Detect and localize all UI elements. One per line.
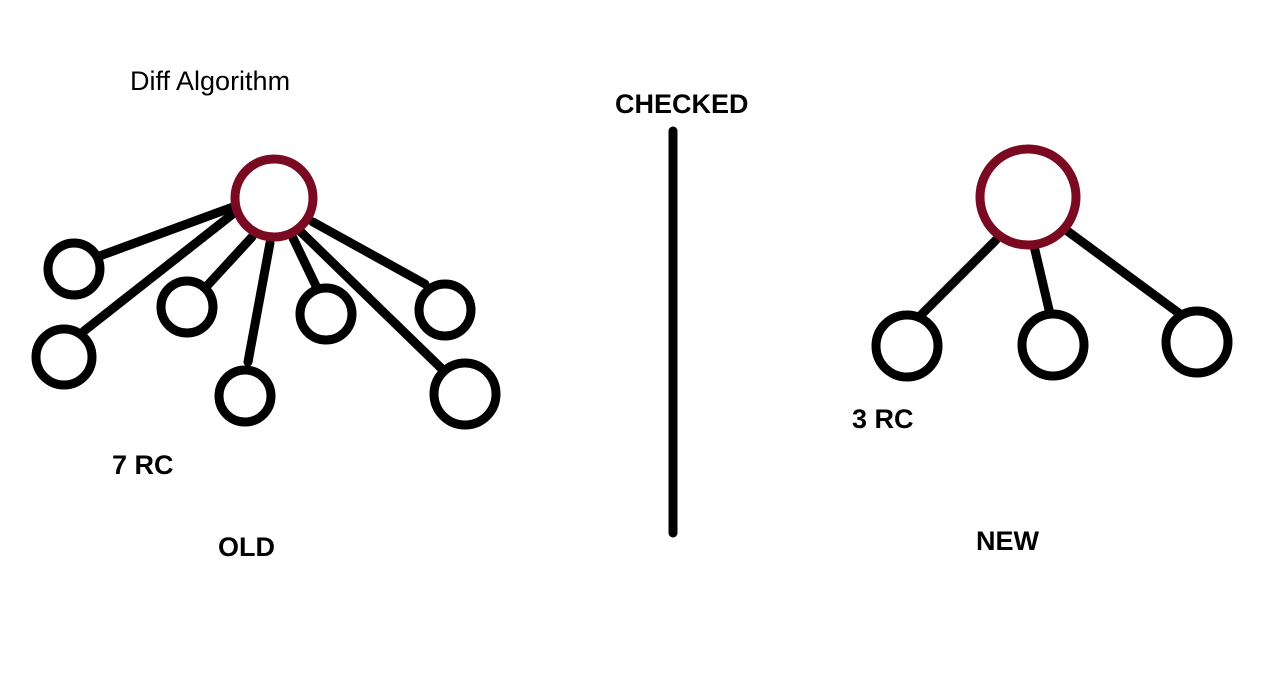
new-tree-label: NEW: [976, 526, 1039, 556]
new-edge-1: [915, 235, 1001, 321]
old-edge-5: [288, 233, 321, 291]
old-edge-1: [92, 202, 238, 262]
new-tree: [871, 144, 1233, 382]
new-tree-count-label: 3 RC: [852, 404, 914, 434]
old-edge-2: [79, 208, 239, 336]
new-edge-2: [1029, 241, 1055, 319]
new-tree-edges: [915, 225, 1185, 321]
old-child-node-5: [295, 283, 357, 345]
new-child-node-3: [1161, 306, 1233, 378]
old-child-node-6: [414, 279, 476, 341]
old-child-node-4: [214, 365, 276, 427]
diagram-title: Diff Algorithm: [130, 66, 291, 96]
new-tree-children: [871, 306, 1233, 382]
old-child-node-1: [43, 238, 105, 300]
new-edge-3: [1061, 225, 1185, 319]
old-child-node-3: [156, 276, 218, 338]
old-child-node-2: [31, 324, 97, 390]
checked-label: CHECKED: [615, 89, 749, 119]
old-tree: [31, 154, 501, 430]
old-tree-label: OLD: [218, 532, 275, 562]
old-tree-children: [31, 238, 501, 430]
new-child-node-2: [1017, 309, 1089, 381]
new-child-node-1: [871, 310, 943, 382]
old-edge-4: [243, 238, 275, 367]
old-tree-count-label: 7 RC: [112, 450, 174, 480]
old-child-node-7: [429, 358, 501, 430]
old-edge-3: [201, 232, 257, 292]
old-tree-edges: [79, 202, 446, 373]
new-root-node: [975, 144, 1081, 250]
old-edge-6: [296, 227, 446, 373]
old-edge-7: [308, 217, 430, 289]
old-root-node: [230, 154, 318, 242]
